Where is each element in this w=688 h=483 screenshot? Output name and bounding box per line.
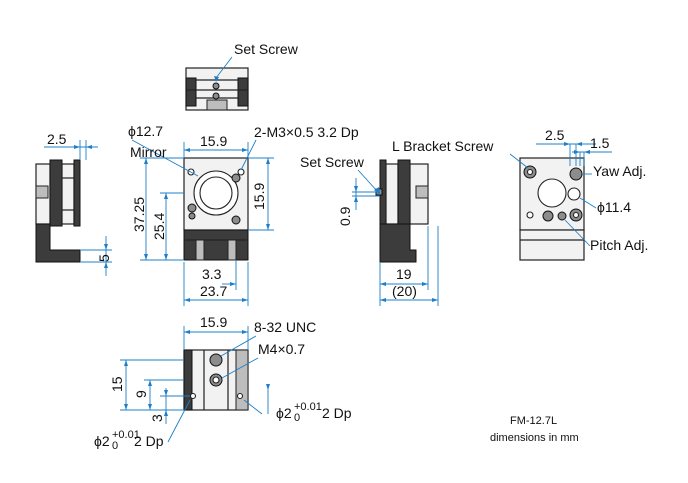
dim-right-side-width: 19 [396,266,412,282]
dim-front-bottom-offset: 3.3 [202,266,222,282]
label-m3-holes: 2-M3×0.5 3.2 Dp [254,124,359,140]
dim-bottom-low: 3 [149,414,165,422]
label-yaw-adj: Yaw Adj. [593,163,646,179]
label-set-screw-side: Set Screw [300,154,365,170]
dim-right-side-width-ref: (20) [392,283,417,299]
dim-left-side-top: 2.5 [47,131,67,147]
top-view [185,67,249,111]
dim-pin-left-tol-upper: +0.01 [112,429,140,441]
dim-pin-right-depth: 2 Dp [322,405,352,421]
dim-rear-diameter: ϕ11.4 [597,199,631,215]
dim-front-base-width: 23.7 [200,283,227,299]
dim-front-width-top: 15.9 [200,133,227,149]
rear-view [519,157,585,261]
label-mirror: Mirror [130,144,167,160]
dim-right-side-height: 0.9 [337,206,353,226]
dim-front-total-height: 37.25 [131,197,147,232]
label-set-screw-top: Set Screw [234,41,299,57]
front-view [183,157,249,261]
label-l-bracket-screw: L Bracket Screw [392,138,494,154]
dim-bottom-width: 15.9 [200,314,227,330]
units-note: dimensions in mm [490,432,579,444]
model-name: FM-12.7L [510,415,557,427]
dim-front-height-right: 15.9 [251,183,267,210]
dim-front-center-height: 25.4 [151,213,167,240]
dim-rear-top-b: 1.5 [590,135,610,151]
left-side-view [35,159,81,263]
right-side-view [375,159,429,263]
label-pitch-adj: Pitch Adj. [590,237,648,253]
dim-front-diameter: ϕ12.7 [128,123,163,139]
dim-bottom-height: 15 [109,376,125,392]
dim-left-side-foot: 5 [96,254,112,262]
dim-pin-right-main: ϕ2 [276,405,292,421]
dim-bottom-mid: 9 [133,390,149,398]
bottom-view [183,349,249,411]
dim-pin-left-main: ϕ2 [94,433,110,449]
label-unc-hole: 8-32 UNC [254,319,316,335]
dim-pin-left-tol-lower: 0 [112,440,118,452]
dim-pin-left-depth: 2 Dp [134,433,164,449]
dim-pin-right-tol-lower: 0 [294,412,300,424]
dim-pin-right-tol-upper: +0.01 [294,401,322,413]
label-m4-hole: M4×0.7 [258,341,305,357]
dim-rear-top-a: 2.5 [545,127,565,143]
